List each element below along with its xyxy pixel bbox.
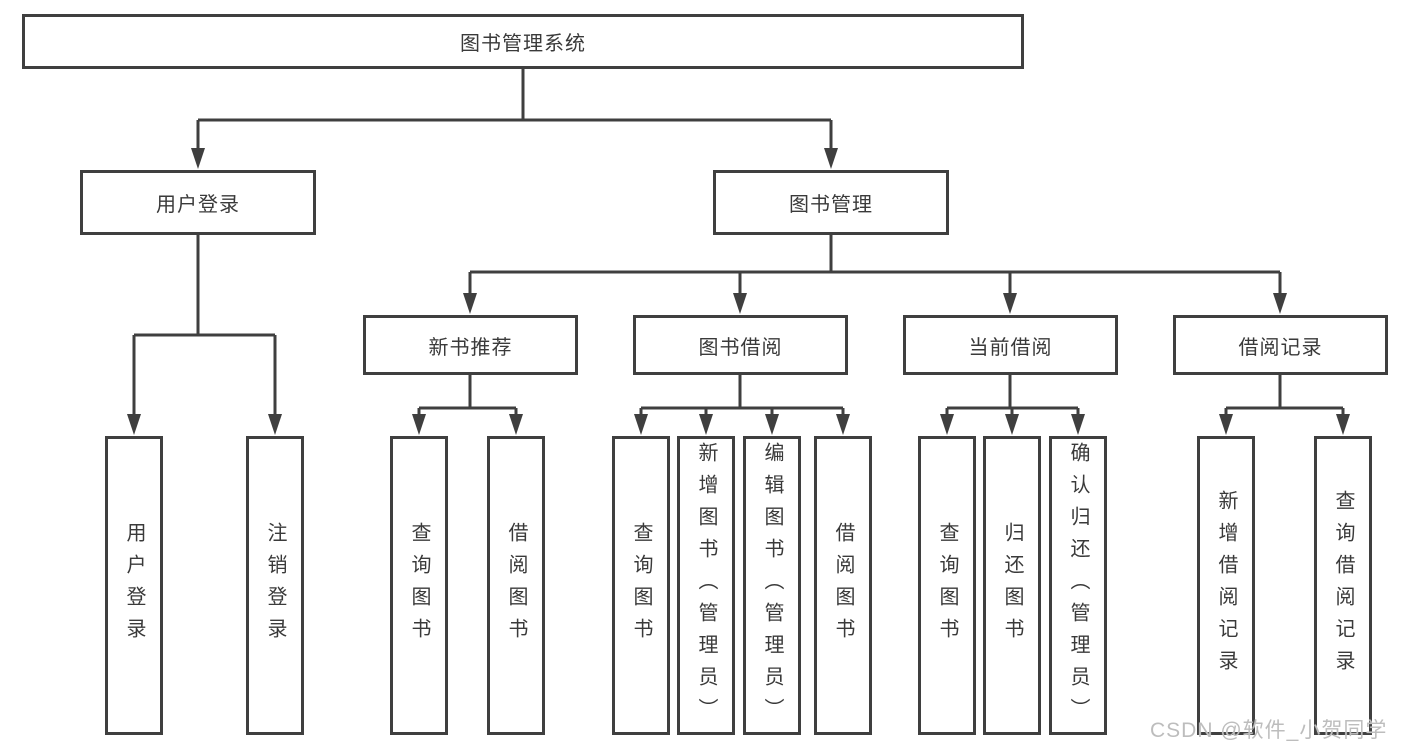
node-label: 借阅图书 — [832, 521, 854, 650]
arrowhead — [940, 414, 954, 435]
node-label: 注销登录 — [264, 521, 286, 650]
leaf-borrow-books-recommend: 借阅图书 — [487, 436, 545, 735]
node-label: 用户登录 — [156, 194, 240, 216]
node-label: 图书借阅 — [698, 336, 783, 359]
leaf-borrow-books-borrowing: 借阅图书 — [814, 436, 872, 735]
edge-root-to-level2 — [196, 69, 833, 150]
arrowhead — [634, 414, 648, 435]
node-label: 查询图书 — [630, 521, 652, 650]
edge-new-book-children — [417, 375, 518, 416]
leaf-edit-books-admin: 编辑图书（管理员） — [743, 436, 801, 735]
node-label: 当前借阅 — [968, 336, 1053, 359]
arrowhead — [127, 414, 141, 435]
edge-book-borrowing-children — [639, 375, 845, 416]
node-borrowing-records: 借阅记录 — [1173, 315, 1388, 375]
leaf-user-login: 用户登录 — [105, 436, 163, 735]
arrowhead — [1219, 414, 1233, 435]
edge-current-borrowing-children — [945, 375, 1080, 416]
edge-borrow-records-children — [1224, 375, 1345, 416]
leaf-return-books: 归还图书 — [983, 436, 1041, 735]
arrowhead — [1273, 293, 1287, 314]
arrowhead — [733, 293, 747, 314]
node-label: 图书管理系统 — [460, 33, 586, 55]
arrowhead — [509, 414, 523, 435]
arrowhead — [463, 293, 477, 314]
leaf-search-books-recommend: 查询图书 — [390, 436, 448, 735]
node-book-borrowing: 图书借阅 — [633, 315, 848, 375]
node-label: 借阅图书 — [505, 521, 527, 650]
arrowhead — [824, 148, 838, 169]
node-label: 编辑图书（管理员） — [761, 441, 783, 730]
watermark: CSDN @软件_小贺同学 — [1150, 719, 1388, 742]
node-label: 查询图书 — [408, 521, 430, 650]
arrowhead — [1071, 414, 1085, 435]
node-label: 新增图书（管理员） — [695, 441, 717, 730]
node-book-management: 图书管理 — [713, 170, 949, 235]
leaf-search-books-current: 查询图书 — [918, 436, 976, 735]
edge-book-management-children — [468, 235, 1282, 296]
node-label: 新增借阅记录 — [1215, 489, 1237, 682]
leaf-confirm-return-admin: 确认归还（管理员） — [1049, 436, 1107, 735]
node-label: 查询图书 — [936, 521, 958, 650]
arrowhead — [1336, 414, 1350, 435]
arrowhead — [268, 414, 282, 435]
arrowhead — [412, 414, 426, 435]
node-label: 归还图书 — [1001, 521, 1023, 650]
node-label: 图书管理 — [789, 194, 873, 216]
node-label: 用户登录 — [123, 521, 145, 650]
arrowhead — [765, 414, 779, 435]
node-label: 借阅记录 — [1238, 336, 1323, 359]
leaf-add-borrow-record: 新增借阅记录 — [1197, 436, 1255, 735]
node-label: 确认归还（管理员） — [1067, 441, 1089, 730]
leaf-logout: 注销登录 — [246, 436, 304, 735]
edge-user-login-children — [132, 235, 277, 416]
arrowhead — [1005, 414, 1019, 435]
leaf-search-borrow-record: 查询借阅记录 — [1314, 436, 1372, 735]
node-user-login: 用户登录 — [80, 170, 316, 235]
node-current-borrowing: 当前借阅 — [903, 315, 1118, 375]
arrowhead — [191, 148, 205, 169]
node-label: 查询借阅记录 — [1332, 489, 1354, 682]
arrowhead — [699, 414, 713, 435]
arrowhead — [836, 414, 850, 435]
arrowhead — [1003, 293, 1017, 314]
leaf-add-books-admin: 新增图书（管理员） — [677, 436, 735, 735]
node-label: 新书推荐 — [428, 336, 513, 359]
node-new-book-recommendation: 新书推荐 — [363, 315, 578, 375]
node-library-management-system: 图书管理系统 — [22, 14, 1024, 69]
leaf-search-books-borrowing: 查询图书 — [612, 436, 670, 735]
